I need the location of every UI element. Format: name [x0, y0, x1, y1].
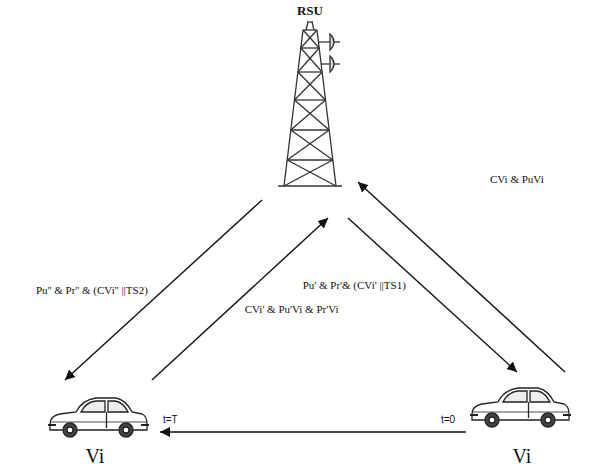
time-label: t=T: [162, 414, 179, 426]
message-label: CVi & PuVi: [488, 172, 546, 186]
vehicle-node: Vi: [462, 372, 582, 468]
arrow-connector: [152, 218, 328, 380]
node-label: RSU: [297, 4, 323, 19]
message-label: Pu'' & Pr'' & (CVi'' ||TS2): [34, 283, 150, 297]
arrow-connector: [160, 431, 466, 432]
car-symbol: [470, 388, 571, 427]
label-holder: t=T: [162, 414, 179, 426]
label-holder: CVi' & Pu'Vi & Pr'Vi: [243, 302, 341, 316]
time-label: t=0: [440, 414, 456, 426]
node-label: Vi: [513, 445, 532, 468]
label-holder: CVi & PuVi: [488, 172, 546, 186]
label-holder: Pu' & Pr'& (CVi' ||TS1): [301, 278, 408, 292]
message-label: Pu' & Pr'& (CVi' ||TS1): [301, 278, 408, 292]
message-label: CVi' & Pu'Vi & Pr'Vi: [243, 302, 341, 316]
label-holder: t=0: [440, 414, 456, 426]
tower-symbol: [278, 22, 342, 186]
vehicle-node: Vi: [30, 380, 160, 468]
arrow-connector: [348, 218, 517, 372]
tower-node: RSU: [262, 4, 358, 218]
car-symbol: [48, 398, 149, 437]
node-label: Vi: [86, 445, 105, 468]
label-holder: Pu'' & Pr'' & (CVi'' ||TS2): [34, 283, 150, 297]
